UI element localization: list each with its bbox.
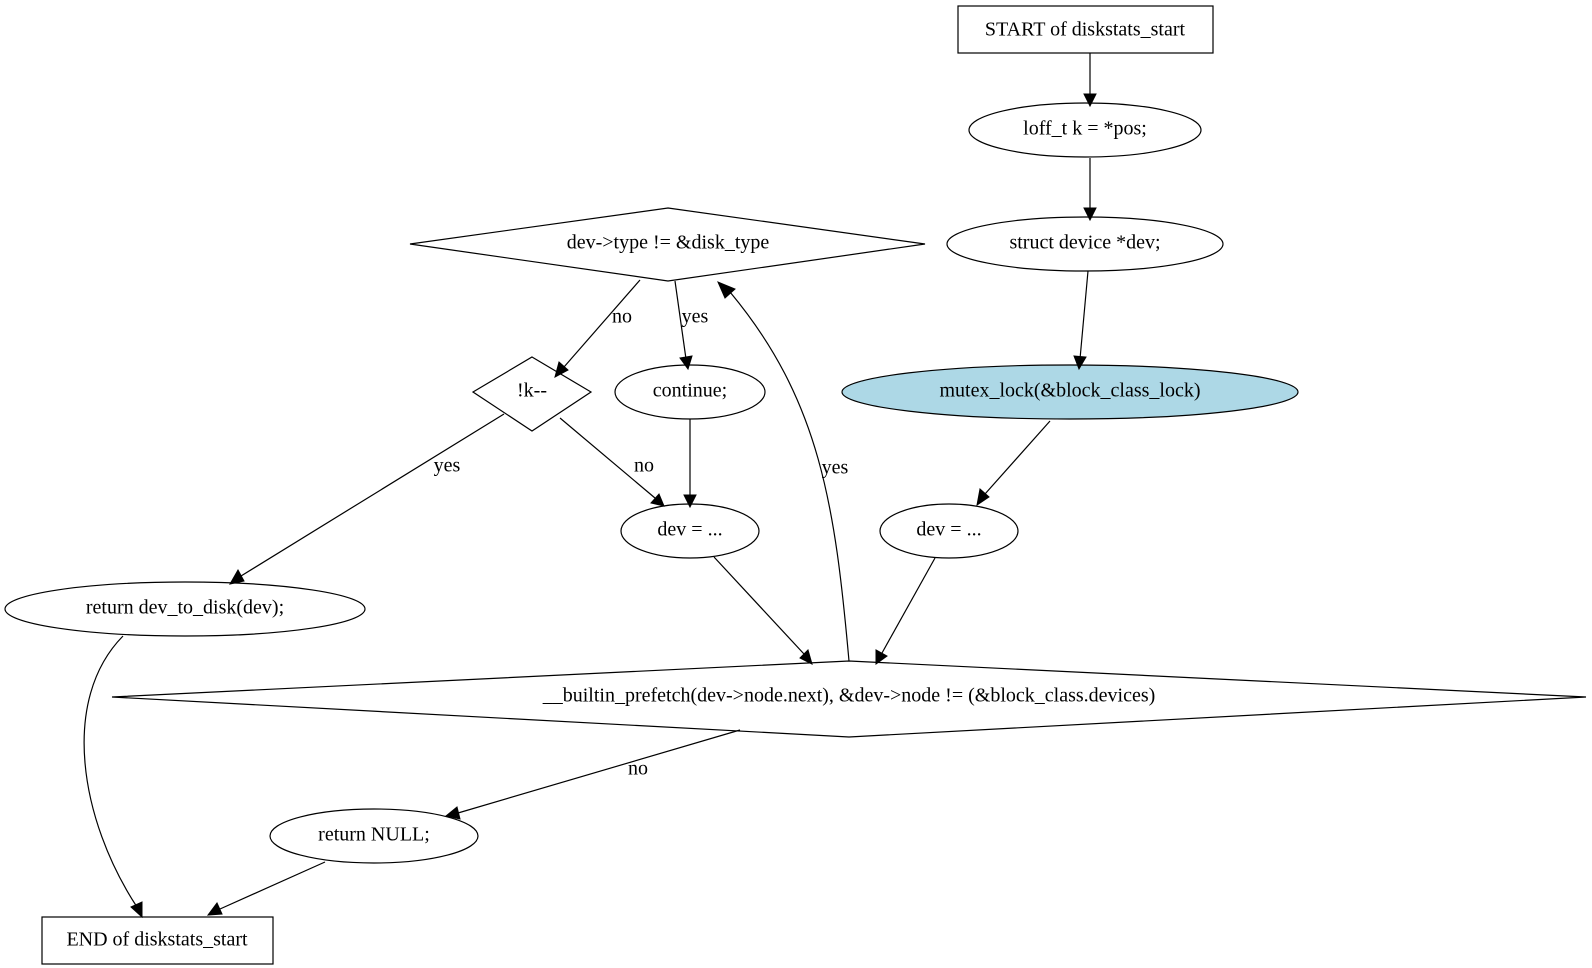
edge-loff-structdev	[1083, 158, 1097, 222]
node-structdev: struct device *dev;	[946, 216, 1224, 272]
node-loff: loff_t k = *pos;	[968, 102, 1202, 158]
node-retdisk-label: return dev_to_disk(dev);	[86, 597, 284, 619]
node-retnull-label: return NULL;	[318, 824, 430, 846]
node-loopcond-label: __builtin_prefetch(dev->node.next), &dev…	[542, 685, 1156, 707]
node-devright-label: dev = ...	[916, 519, 981, 541]
edge-devmid-loopcond	[713, 556, 813, 665]
edge-structdev-mutex	[1073, 270, 1089, 371]
node-devmid-label: dev = ...	[657, 519, 722, 541]
node-retnull: return NULL;	[269, 808, 479, 864]
edge-typecheck-kdec-label: no	[612, 306, 632, 328]
node-loff-label: loff_t k = *pos;	[1023, 118, 1147, 140]
edge-start-loff	[1083, 53, 1097, 108]
node-retdisk: return dev_to_disk(dev);	[4, 581, 366, 637]
node-structdev-label: struct device *dev;	[1009, 232, 1160, 254]
node-devmid: dev = ...	[620, 503, 760, 559]
node-end-label: END of diskstats_start	[66, 929, 248, 951]
node-typecheck: dev->type != &disk_type	[409, 207, 926, 282]
edge-retnull-end	[206, 861, 326, 916]
edge-kdec-retdisk-label: yes	[434, 455, 461, 477]
node-typecheck-label: dev->type != &disk_type	[567, 232, 770, 254]
edge-retdisk-end	[83, 635, 143, 919]
edge-kdec-devmid-label: no	[634, 455, 654, 477]
node-kdec-label: !k--	[517, 380, 547, 402]
edge-loopcond-typecheck	[717, 281, 850, 662]
node-cont: continue;	[614, 364, 766, 420]
node-start-label: START of diskstats_start	[985, 19, 1186, 41]
node-cont-label: continue;	[653, 380, 727, 402]
edge-mutex-devright	[976, 420, 1051, 507]
edge-typecheck-cont	[674, 280, 693, 371]
edge-typecheck-cont-label: yes	[682, 306, 709, 328]
node-kdec: !k--	[471, 356, 593, 432]
edge-typecheck-kdec	[554, 279, 641, 378]
node-loopcond: __builtin_prefetch(dev->node.next), &dev…	[111, 660, 1587, 738]
edge-loopcond-typecheck-label: yes	[822, 457, 849, 479]
edge-kdec-retdisk	[229, 413, 505, 585]
edge-kdec-devmid	[559, 417, 665, 507]
edge-devright-loopcond	[875, 557, 936, 665]
node-mutex: mutex_lock(&block_class_lock)	[841, 364, 1299, 420]
node-end: END of diskstats_start	[41, 916, 274, 965]
node-start: START of diskstats_start	[957, 5, 1214, 54]
edge-cont-devmid	[683, 419, 697, 509]
edge-loopcond-retnull-label: no	[628, 758, 648, 780]
edge-loopcond-retnull	[444, 729, 741, 820]
node-devright: dev = ...	[879, 503, 1019, 559]
node-mutex-label: mutex_lock(&block_class_lock)	[939, 380, 1200, 402]
